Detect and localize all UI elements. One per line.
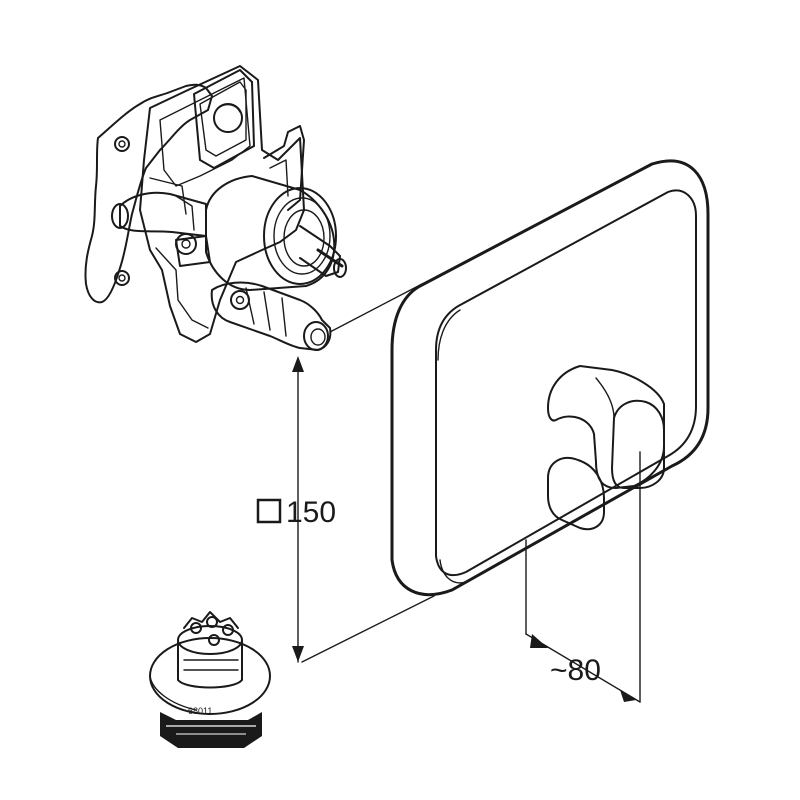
square-symbol-icon [256,498,282,524]
concealed-valve-body [84,65,347,351]
arrowhead-icon [620,690,636,702]
dimension-150: 150 [256,356,336,663]
alignment-leaders [301,283,435,663]
lever-handle [547,365,665,531]
thermostat-cartridge: 68011 [149,611,271,748]
dimension-label-80: ~80 [550,654,601,687]
dimension-label-150: 150 [286,496,336,529]
arrowhead-icon [292,646,304,662]
cartridge-code: 68011 [188,706,212,716]
cartridge-base [160,712,262,748]
arrowhead-icon [292,356,304,372]
cover-plate [390,159,710,596]
dimension-80: ~80 [525,451,641,703]
arrowhead-icon [530,634,548,648]
